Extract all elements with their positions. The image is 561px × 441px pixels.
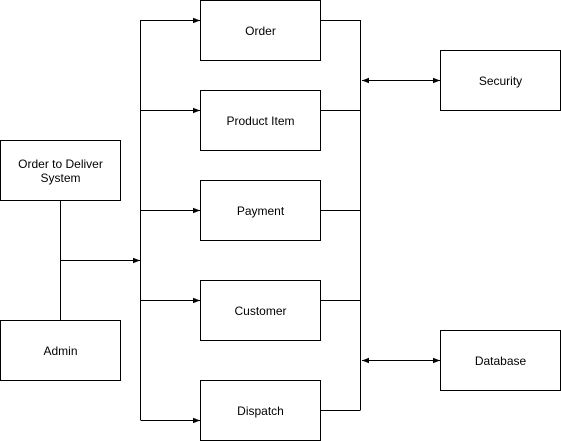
node-payment[interactable]: Payment (200, 180, 321, 241)
node-label: Order (245, 23, 276, 38)
node-label: Dispatch (237, 403, 284, 418)
node-label: Security (478, 73, 523, 88)
node-security[interactable]: Security (440, 50, 561, 111)
node-customer[interactable]: Customer (200, 280, 321, 341)
node-label: Order to Deliver System (18, 156, 103, 185)
node-label: Customer (234, 303, 287, 318)
node-label: Payment (236, 203, 285, 218)
node-dispatch[interactable]: Dispatch (200, 380, 321, 441)
node-order-to-deliver-system[interactable]: Order to Deliver System (0, 140, 121, 201)
node-admin[interactable]: Admin (0, 320, 121, 381)
node-label: Admin (43, 343, 78, 358)
node-database[interactable]: Database (440, 330, 561, 391)
node-label: Product Item (226, 113, 295, 128)
node-label: Database (474, 353, 527, 368)
node-order[interactable]: Order (200, 0, 321, 61)
node-product-item[interactable]: Product Item (200, 90, 321, 151)
